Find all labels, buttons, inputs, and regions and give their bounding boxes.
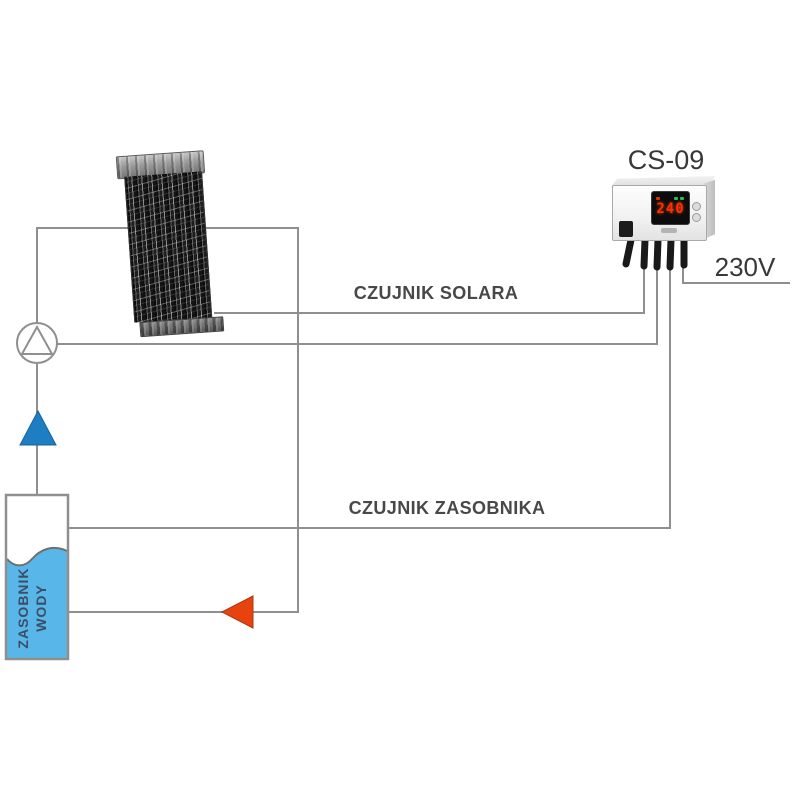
tank-label-line1: ZASOBNIK xyxy=(15,567,31,649)
wire-tank-sensor xyxy=(68,268,671,529)
controller-model-label: CS-09 xyxy=(627,145,705,175)
tank-sensor-label: CZUJNIK ZASOBNIKA xyxy=(348,498,546,518)
tank-label: ZASOBNIK WODY xyxy=(15,554,51,662)
controller-cables xyxy=(622,236,688,271)
display-indicator-leds xyxy=(656,196,684,200)
wire-pump-power xyxy=(57,268,658,345)
voltage-label: 230V xyxy=(714,252,776,282)
flow-up-arrow-icon xyxy=(19,409,57,446)
flow-return-arrow-icon xyxy=(220,595,254,629)
water-tank xyxy=(4,493,70,661)
controller-display: 240 xyxy=(651,191,690,225)
controller-button-up xyxy=(692,202,701,211)
tank-water-surface xyxy=(6,547,68,567)
tank-label-line2: WODY xyxy=(32,584,49,632)
solar-sensor-label: CZUJNIK SOLARA xyxy=(353,283,519,303)
solar-collector xyxy=(114,149,225,339)
controller-top-face xyxy=(611,176,715,187)
controller-side-face xyxy=(704,180,715,239)
brand-logo-icon xyxy=(661,228,677,233)
tank-water xyxy=(7,547,67,658)
controller-port xyxy=(619,221,633,237)
display-value: 240 xyxy=(656,201,685,217)
wire-power-230v xyxy=(682,268,790,284)
tank-outline xyxy=(4,493,70,661)
pump-icon xyxy=(16,322,58,364)
collector-absorber xyxy=(124,171,213,323)
controller-button-down xyxy=(692,213,701,222)
wire-solar-sensor xyxy=(214,268,645,314)
